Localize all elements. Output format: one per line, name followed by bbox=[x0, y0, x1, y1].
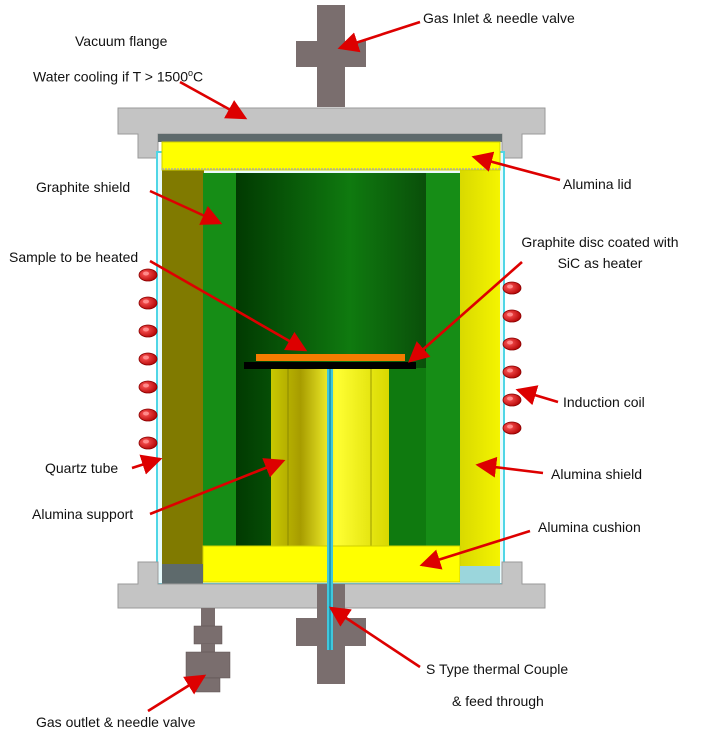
annotation-arrows bbox=[131, 20, 561, 713]
arrow-gas-outlet bbox=[147, 674, 207, 713]
induction-coil-left bbox=[138, 268, 158, 450]
gas-outlet-valve bbox=[185, 608, 231, 693]
coil-turn-left bbox=[138, 324, 158, 338]
arrow-graphite-shield bbox=[149, 189, 223, 225]
coil-turn-left bbox=[138, 408, 158, 422]
label-alumina-cushion: Alumina cushion bbox=[538, 519, 641, 535]
water-cooling-text: Water cooling if T > 1500 bbox=[33, 68, 188, 85]
left-alumina-shield bbox=[162, 170, 204, 564]
arrow-graphite-disc bbox=[408, 261, 523, 363]
coil-turn-left bbox=[138, 268, 158, 282]
label-water-cooling: Water cooling if T > 1500oC bbox=[33, 65, 203, 85]
arrow-vacuum-flange bbox=[179, 80, 248, 120]
coil-turn-left bbox=[138, 352, 158, 366]
coil-turn-left bbox=[138, 380, 158, 394]
bottom-left-corner bbox=[162, 564, 203, 584]
bottom-right-corner bbox=[460, 566, 500, 584]
label-alumina-support: Alumina support bbox=[32, 506, 134, 522]
label-gas-outlet: Gas outlet & needle valve bbox=[36, 714, 196, 730]
arrow-sample bbox=[149, 259, 308, 352]
arrow-thermocouple bbox=[328, 606, 421, 669]
label-graphite-shield: Graphite shield bbox=[36, 179, 131, 195]
label-alumina-shield: Alumina shield bbox=[551, 466, 643, 482]
label-graphite-disc-line1: Graphite disc coated with bbox=[521, 234, 679, 250]
label-graphite-disc-line2: SiC as heater bbox=[557, 255, 643, 271]
label-sample: Sample to be heated bbox=[9, 249, 139, 265]
arrow-alumina-shield bbox=[475, 456, 544, 478]
degree-symbol: o bbox=[188, 68, 194, 78]
graphite-disc-heater bbox=[244, 362, 416, 369]
alumina-lid bbox=[161, 141, 501, 171]
arrow-alumina-cushion bbox=[419, 529, 531, 570]
sample bbox=[256, 354, 405, 361]
coil-turn-left bbox=[138, 296, 158, 310]
arrow-alumina-support bbox=[149, 458, 286, 516]
top-vacuum-flange bbox=[117, 107, 546, 159]
induction-coil-right bbox=[502, 281, 522, 435]
label-alumina-lid: Alumina lid bbox=[563, 176, 632, 192]
coil-turn-right bbox=[502, 337, 522, 351]
coil-turn-right bbox=[502, 365, 522, 379]
label-induction-coil: Induction coil bbox=[563, 394, 645, 410]
arrow-quartz-tube bbox=[131, 454, 163, 475]
gas-inlet-valve bbox=[296, 5, 366, 107]
arrow-induction-coil bbox=[515, 385, 559, 406]
label-vacuum-flange: Vacuum flange bbox=[75, 33, 168, 49]
coil-turn-right bbox=[502, 281, 522, 295]
arrow-gas-inlet bbox=[337, 20, 421, 53]
label-quartz-tube: Quartz tube bbox=[45, 460, 119, 476]
right-alumina-shield bbox=[460, 170, 500, 566]
thermocouple bbox=[327, 368, 333, 650]
coil-turn-right bbox=[502, 421, 522, 435]
label-thermocouple-line1: S Type thermal Couple bbox=[426, 661, 569, 677]
label-thermocouple-line2: & feed through bbox=[452, 693, 544, 709]
label-gas-inlet: Gas Inlet & needle valve bbox=[423, 10, 575, 26]
coil-turn-left bbox=[138, 436, 158, 450]
coil-turn-right bbox=[502, 309, 522, 323]
water-cooling-unit: C bbox=[193, 68, 204, 85]
coil-turn-right bbox=[502, 393, 522, 407]
arrow-alumina-lid bbox=[471, 151, 561, 182]
